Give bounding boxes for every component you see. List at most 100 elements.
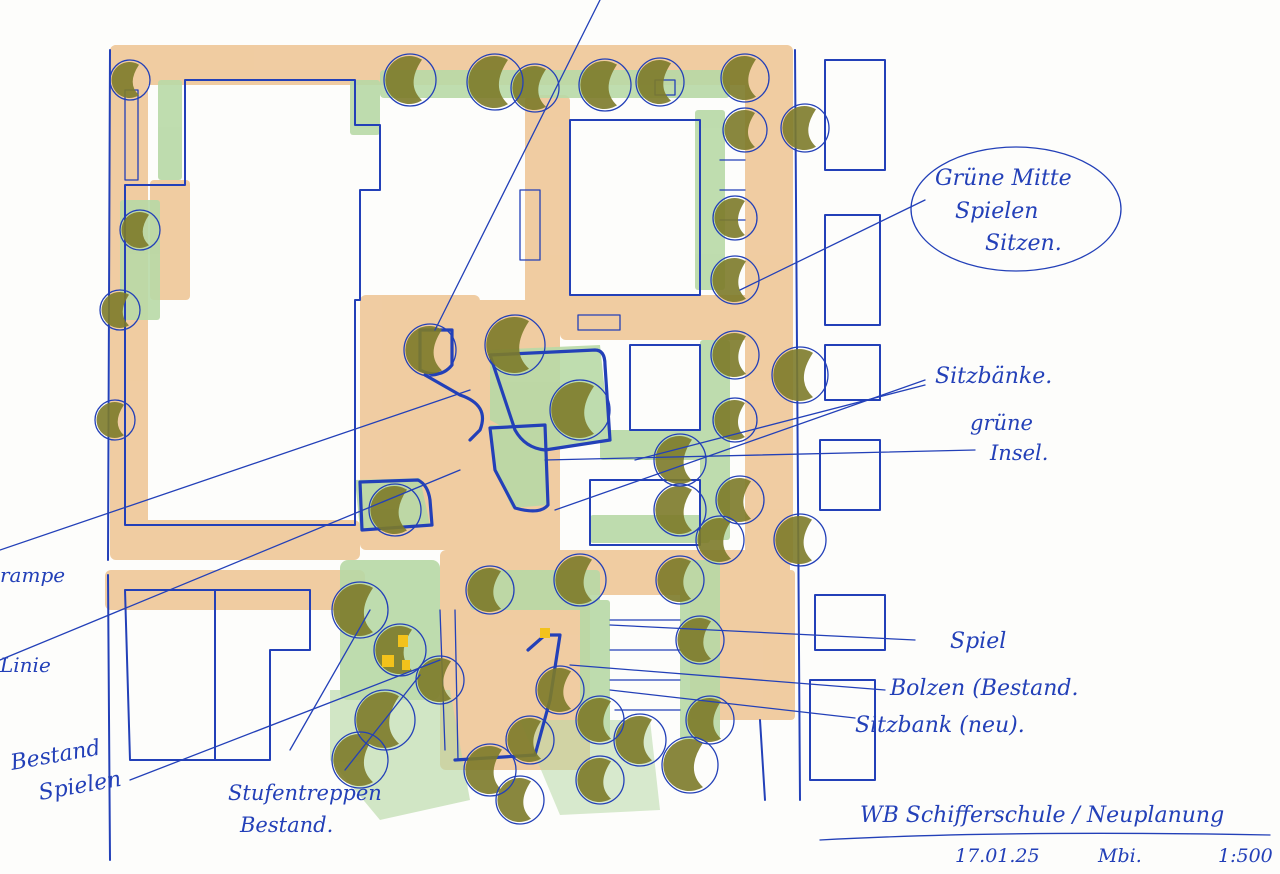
- tree-canopy: [717, 478, 751, 523]
- label-gruene-insel-1: grüne: [970, 411, 1033, 435]
- tree-canopy: [356, 692, 399, 748]
- tree-canopy: [782, 106, 816, 150]
- label-bestand-spielen-1: Bestand: [8, 736, 103, 777]
- tree-canopy: [486, 317, 529, 374]
- tree-canopy: [714, 198, 745, 238]
- tree-outline: [780, 103, 830, 153]
- tree-canopy: [580, 61, 617, 109]
- title-block-date: 17.01.25: [955, 845, 1040, 867]
- tree-canopy: [555, 556, 592, 605]
- tree-outline: [465, 565, 515, 615]
- tree-canopy: [712, 258, 746, 302]
- tree-outline: [653, 483, 707, 537]
- play-elements: [382, 628, 550, 670]
- tree-canopy: [714, 400, 745, 440]
- tree-outline: [119, 209, 161, 251]
- tree-canopy: [655, 486, 692, 535]
- label-stufentreppen-1: Stufentreppen: [228, 781, 382, 805]
- tree-outline: [354, 689, 416, 751]
- tree-outline: [578, 58, 632, 112]
- tree-canopy: [712, 333, 746, 378]
- tree-canopy: [775, 516, 812, 564]
- tree-canopy: [101, 292, 129, 328]
- annotations: Grüne Mitte Spielen Sitzen. Sitzbänke. g…: [0, 166, 1273, 867]
- tree-outline: [331, 581, 389, 639]
- tree-outline: [535, 665, 585, 715]
- tree-canopy: [724, 110, 755, 150]
- label-gruene-mitte-2: Spielen: [955, 199, 1038, 224]
- label-stufentreppen-2: Bestand.: [239, 813, 333, 837]
- label-sitzbank-neu: Sitzbank (neu).: [855, 713, 1025, 738]
- tree-outline: [331, 731, 389, 789]
- tree-outline: [510, 63, 560, 113]
- label-sitzbaenke: Sitzbänke.: [935, 364, 1052, 389]
- tree-outline: [575, 755, 625, 805]
- tree-canopy: [497, 778, 531, 823]
- tree-canopy: [507, 718, 541, 762]
- title-block-author: Mbi.: [1097, 845, 1142, 867]
- tree-outline: [635, 57, 685, 107]
- tree-canopy: [657, 558, 691, 602]
- tree-outline: [109, 59, 151, 101]
- tree-canopy: [697, 518, 731, 562]
- tree-outline: [773, 513, 827, 567]
- tree-outline: [710, 330, 760, 380]
- tree-canopy: [637, 60, 671, 105]
- tree-canopy: [468, 56, 508, 108]
- tree-canopy: [370, 486, 407, 535]
- tree-canopy: [121, 212, 149, 248]
- tree-canopy: [417, 658, 451, 702]
- title-block-scale: 1:500: [1218, 845, 1273, 867]
- tree-outline: [553, 553, 607, 607]
- tree-canopy: [722, 55, 756, 100]
- tree-outline: [771, 346, 829, 404]
- tree-outline: [463, 743, 517, 797]
- label-gruene-mitte-3: Sitzen.: [985, 231, 1062, 256]
- tree-canopy: [537, 668, 571, 713]
- tree-outline: [505, 715, 555, 765]
- tree-canopy: [663, 739, 703, 791]
- tree-canopy: [111, 62, 139, 98]
- label-bolzen: Bolzen (Bestand.: [889, 676, 1078, 701]
- tree-canopy: [577, 697, 611, 742]
- tree-canopy: [405, 326, 442, 374]
- tree-canopy: [615, 716, 652, 764]
- tree-outline: [495, 775, 545, 825]
- tree-outline: [685, 695, 735, 745]
- tree-outline: [710, 255, 760, 305]
- tree-canopy: [385, 56, 422, 104]
- tree-outline: [403, 323, 457, 377]
- tree-canopy: [467, 568, 501, 613]
- tree-outline: [94, 399, 136, 441]
- label-gruene-insel-2: Insel.: [989, 441, 1048, 465]
- tree-canopy: [551, 382, 594, 438]
- tree-outline: [549, 379, 611, 441]
- tree-outline: [675, 615, 725, 665]
- tree-outline: [99, 289, 141, 331]
- tree-canopy: [465, 746, 502, 795]
- tree-canopy: [577, 758, 611, 802]
- tree-outline: [661, 736, 719, 794]
- tree-outline: [720, 53, 770, 103]
- label-spiel: Spiel: [950, 629, 1006, 654]
- tree-canopy: [512, 66, 546, 110]
- tree-outlines: [94, 53, 830, 825]
- label-gruene-mitte-1: Grüne Mitte: [935, 166, 1072, 191]
- callout-bubble: [910, 146, 1122, 272]
- label-left-edge-1: rampe: [0, 563, 65, 587]
- leader-lines: [0, 0, 976, 781]
- title-block-title: WB Schifferschule / Neuplanung: [860, 803, 1224, 828]
- tree-outline: [655, 555, 705, 605]
- tree-outline: [653, 433, 707, 487]
- tree-canopy: [687, 697, 721, 742]
- tree-canopy: [773, 349, 813, 401]
- tree-outline: [613, 713, 667, 767]
- tree-outline: [722, 107, 768, 153]
- tree-outline: [712, 195, 758, 241]
- tree-outline: [368, 483, 422, 537]
- label-left-edge-2: Linie: [0, 653, 51, 677]
- tree-outline: [695, 515, 745, 565]
- tree-canopy: [96, 402, 124, 438]
